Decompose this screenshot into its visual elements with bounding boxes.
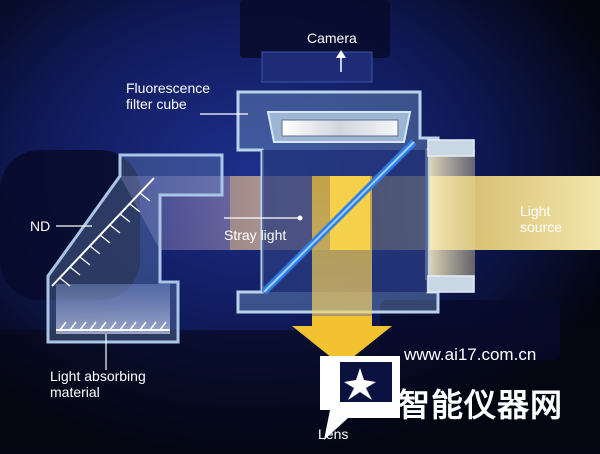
- light-source-glow: [425, 150, 475, 280]
- callout-lines: [56, 113, 303, 370]
- watermark-url: www.ai17.com.cn: [404, 345, 537, 364]
- lens-arrow: [292, 316, 392, 366]
- stray-light-label: Stray light: [224, 227, 287, 243]
- microscope-silhouette: [0, 0, 560, 360]
- absorbing-label-line2: material: [50, 384, 100, 400]
- camera-label: Camera: [307, 30, 357, 46]
- light-absorbing-material: [56, 321, 170, 331]
- filter-cube-label-line1: Fluorescence: [126, 80, 211, 96]
- excitation-port-top: [427, 139, 475, 157]
- light-source-label-line1: Light: [520, 203, 551, 219]
- light-source-label-line2: source: [520, 219, 563, 235]
- camera-mount: [261, 51, 373, 83]
- absorbing-label-line1: Light absorbing: [50, 368, 146, 384]
- excitation-port-bottom: [427, 275, 475, 293]
- emission-filter: [281, 119, 399, 137]
- watermark-logo: [320, 356, 400, 440]
- dichroic-mirror-edge: [263, 141, 415, 293]
- nd-label: ND: [30, 218, 51, 234]
- nd-filter: [51, 177, 155, 287]
- lens-label: Lens: [318, 426, 349, 442]
- watermark-brand: 智能仪器网: [398, 386, 564, 424]
- camera-arrow: [336, 50, 346, 72]
- filter-cube-label-line2: filter cube: [126, 96, 187, 112]
